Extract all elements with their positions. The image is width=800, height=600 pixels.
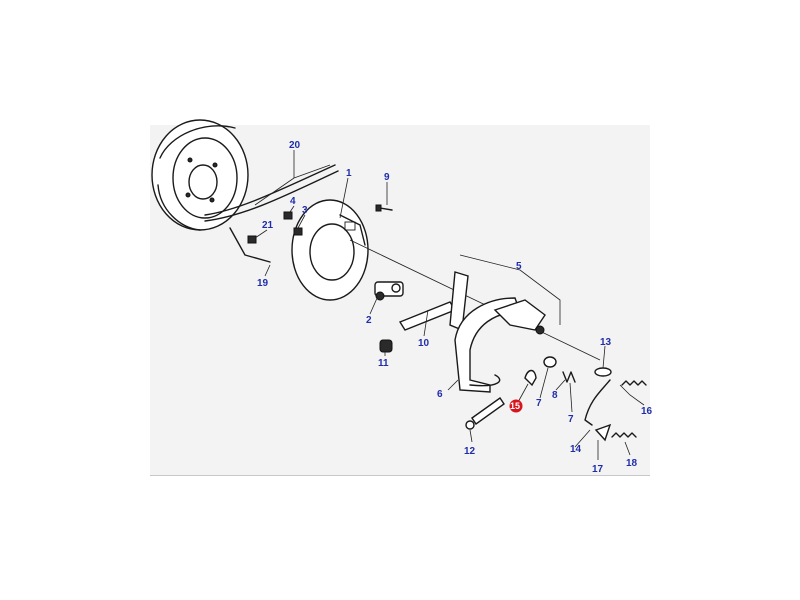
callout-labels: 20 1 9 4 3 21 19 5 2 10 11 13 6 7 8 7 15…: [257, 140, 653, 475]
callout-11: 11: [378, 358, 389, 369]
callout-7a: 7: [536, 398, 542, 409]
callout-16: 16: [641, 406, 653, 417]
callout-18: 18: [626, 458, 638, 469]
leader-lines: [254, 150, 645, 460]
wheel-cylinder: [374, 281, 404, 301]
callout-14: 14: [570, 444, 582, 455]
brake-shoes: [449, 254, 561, 393]
callout-12: 12: [464, 446, 476, 457]
callout-19: 19: [257, 278, 269, 289]
brake-pipes: [204, 164, 339, 263]
callout-3: 3: [302, 205, 308, 216]
callout-9: 9: [384, 172, 390, 183]
callout-2: 2: [366, 315, 372, 326]
callout-10: 10: [418, 338, 430, 349]
callout-13: 13: [600, 337, 612, 348]
strut: [398, 301, 457, 331]
callout-8: 8: [552, 390, 558, 401]
callout-21: 21: [262, 220, 274, 231]
springs: [594, 380, 647, 442]
adjuster-screw: [465, 397, 505, 430]
callout-17: 17: [592, 464, 604, 475]
callout-15: 15: [510, 401, 520, 411]
lever: [584, 367, 612, 426]
callout-4: 4: [290, 196, 296, 207]
highlight-marker: [509, 399, 523, 413]
bolts: [247, 204, 393, 244]
callout-20: 20: [289, 140, 301, 151]
brake-drum: [151, 119, 249, 231]
callout-1: 1: [346, 168, 352, 179]
backing-plate: [291, 199, 369, 301]
callout-7b: 7: [568, 414, 574, 425]
adjuster-parts: [524, 356, 576, 387]
callout-5: 5: [516, 261, 522, 272]
callout-6: 6: [437, 389, 443, 400]
